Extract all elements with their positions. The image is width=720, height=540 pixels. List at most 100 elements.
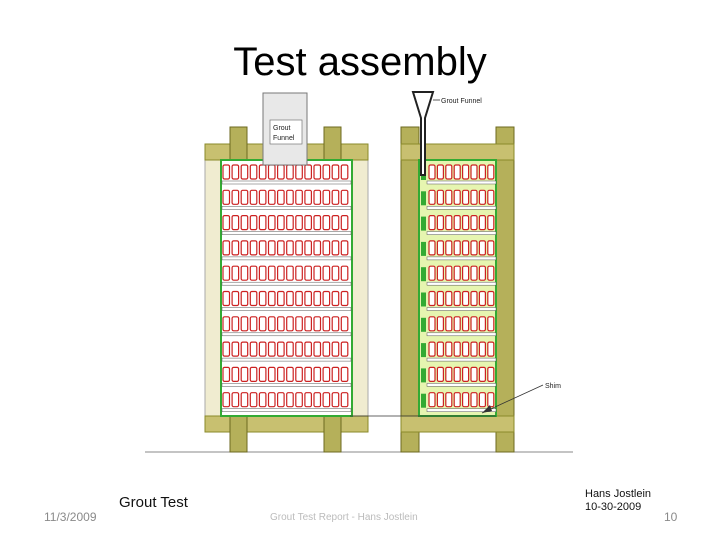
left-brick — [258, 164, 267, 180]
right-brick — [445, 215, 453, 231]
left-brick — [222, 189, 231, 205]
right-spacer-strip — [426, 357, 497, 362]
left-brick — [322, 189, 331, 205]
left-brick — [240, 392, 249, 408]
left-brick — [222, 164, 231, 180]
right-brick — [436, 290, 444, 307]
left-funnel-label-line1: Grout — [273, 125, 291, 132]
right-brick — [453, 392, 461, 408]
left-brick — [267, 366, 276, 382]
left-spacer-strip — [221, 357, 352, 362]
right-brick — [453, 215, 461, 231]
right-brick — [428, 392, 436, 408]
left-brick — [313, 290, 322, 307]
left-brick — [340, 265, 349, 281]
right-brick-rows — [421, 164, 497, 412]
left-brick — [231, 189, 240, 205]
right-brick — [428, 366, 436, 382]
left-brick — [240, 316, 249, 332]
left-brick — [286, 215, 294, 231]
left-brick — [286, 164, 294, 180]
right-top-cap — [400, 143, 515, 161]
right-brick — [487, 189, 495, 205]
right-spacer-strip — [426, 307, 497, 311]
right-brick — [462, 164, 470, 180]
left-brick — [304, 164, 312, 180]
right-brick — [445, 392, 453, 408]
left-brick — [331, 392, 340, 408]
left-brick — [240, 265, 249, 281]
right-brick — [462, 265, 470, 281]
left-brick — [295, 290, 303, 307]
left-brick — [258, 240, 267, 256]
right-brick — [436, 366, 444, 382]
left-bottom-cap — [204, 415, 369, 433]
left-brick — [277, 392, 285, 408]
left-brick — [277, 240, 285, 256]
left-brick — [322, 265, 331, 281]
left-brick — [331, 366, 340, 382]
left-brick — [231, 366, 240, 382]
right-brick — [445, 316, 453, 332]
left-brick — [249, 215, 258, 231]
left-brick — [240, 366, 249, 382]
right-brick — [428, 215, 436, 231]
right-brick — [470, 265, 478, 281]
left-spacer-strip — [221, 206, 352, 210]
left-brick — [249, 164, 258, 180]
left-brick — [322, 240, 331, 256]
slide-title: Test assembly — [233, 40, 487, 84]
right-brick — [428, 316, 436, 332]
right-brick — [478, 215, 486, 231]
left-brick — [267, 240, 276, 256]
left-brick — [240, 164, 249, 180]
left-brick — [267, 316, 276, 332]
left-brick — [267, 215, 276, 231]
left-brick — [322, 164, 331, 180]
left-brick — [277, 189, 285, 205]
right-brick — [470, 341, 478, 357]
left-brick — [304, 366, 312, 382]
right-brick — [436, 215, 444, 231]
right-assembly: Grout Funnel Shim — [350, 91, 561, 453]
right-green-spacer — [421, 191, 426, 206]
right-brick — [453, 290, 461, 307]
right-brick — [462, 240, 470, 256]
right-brick — [478, 240, 486, 256]
left-brick — [277, 265, 285, 281]
left-brick — [267, 290, 276, 307]
left-brick — [286, 392, 294, 408]
right-green-spacer — [421, 343, 426, 358]
left-brick — [331, 265, 340, 281]
left-brick — [304, 215, 312, 231]
drawing-caption: Grout Test — [119, 494, 188, 511]
left-brick — [304, 316, 312, 332]
left-brick — [304, 341, 312, 357]
right-green-spacer — [421, 267, 426, 282]
right-post-2 — [495, 126, 515, 453]
left-brick — [267, 341, 276, 357]
left-brick-rows — [221, 164, 352, 412]
left-spacer-strip — [221, 231, 352, 235]
right-spacer-strip — [426, 281, 497, 286]
left-brick — [340, 290, 349, 307]
right-brick — [462, 215, 470, 231]
left-brick — [322, 290, 331, 307]
right-brick — [462, 290, 470, 307]
right-brick — [428, 240, 436, 256]
left-brick — [340, 366, 349, 382]
left-brick — [267, 392, 276, 408]
left-brick — [331, 316, 340, 332]
left-brick — [222, 290, 231, 307]
right-brick — [487, 290, 495, 307]
left-brick — [304, 189, 312, 205]
right-brick — [487, 316, 495, 332]
author-block: Hans Jostlein 10-30-2009 — [585, 488, 651, 514]
left-funnel-label-line2: Funnel — [273, 135, 295, 142]
author-date: 10-30-2009 — [585, 501, 642, 513]
right-brick — [453, 265, 461, 281]
right-green-spacer — [421, 216, 426, 231]
left-brick — [258, 189, 267, 205]
right-brick — [445, 290, 453, 307]
left-brick — [249, 341, 258, 357]
